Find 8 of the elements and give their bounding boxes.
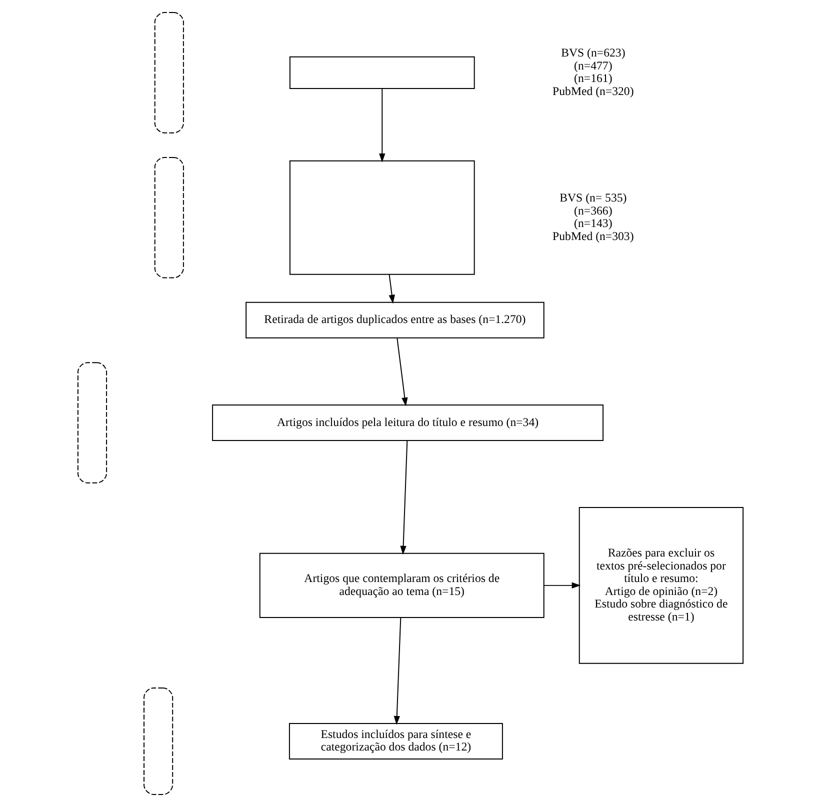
node-label: PubMed (n=303)	[552, 228, 634, 243]
node-label: (n=366)	[574, 203, 612, 218]
node-label: (n=143)	[574, 216, 612, 230]
node-label: PubMed (n=320)	[552, 84, 634, 98]
node-label: BVS (n=623)	[560, 46, 625, 60]
node-label: (n=161)	[574, 71, 612, 86]
node-label: (n=477)	[574, 58, 612, 72]
node-label: BVS (n= 535)	[559, 190, 626, 204]
